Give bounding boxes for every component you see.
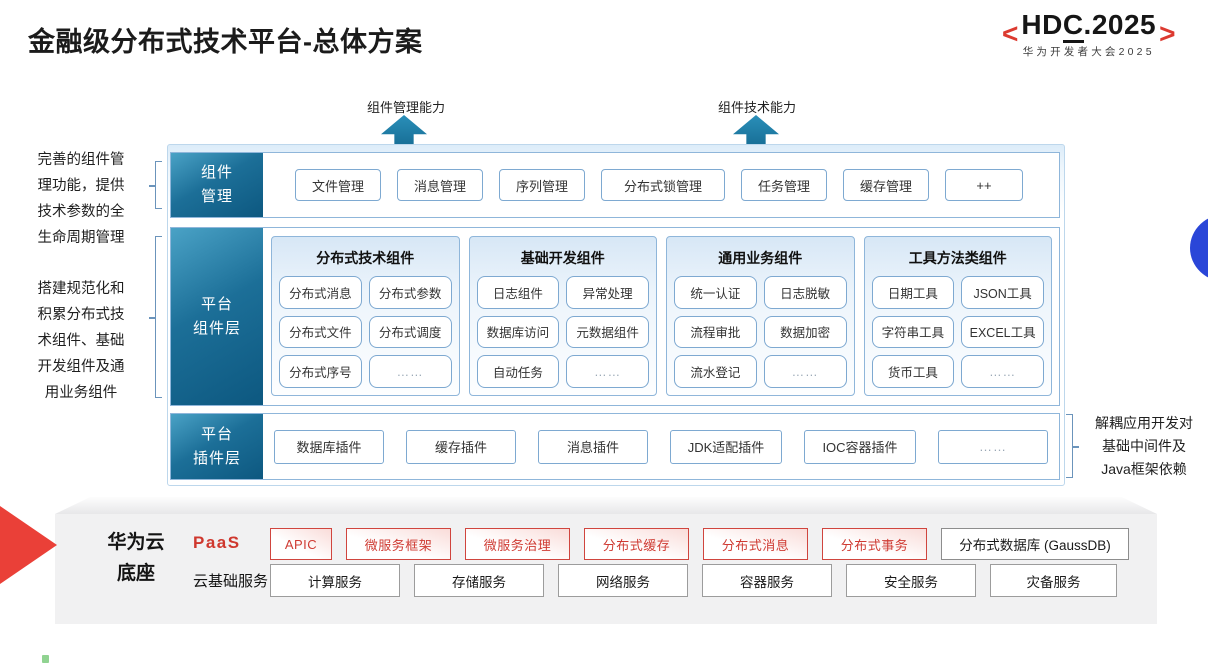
component-chip: 日期工具 <box>871 276 955 309</box>
mgmt-chip-file: 文件管理 <box>295 169 381 201</box>
platform-component-groups: 分布式技术组件 分布式消息 分布式参数 分布式文件 分布式调度 分布式序号 ……… <box>263 228 1059 405</box>
mgmt-chip-more: ++ <box>945 169 1023 201</box>
layer-row-component-management: 组件 管理 文件管理 消息管理 序列管理 分布式锁管理 任务管理 缓存管理 ++ <box>170 152 1060 218</box>
component-chip: 字符串工具 <box>871 315 955 349</box>
note-platform-components: 搭建规范化和 积累分布式技 术组件、基础 开发组件及通 用业务组件 <box>37 281 125 401</box>
group-grid: 日志组件 异常处理 数据库访问 元数据组件 自动任务 …… <box>476 276 649 388</box>
cloud-chip-network: 网络服务 <box>558 564 688 597</box>
component-chip: 数据加密 <box>763 315 847 349</box>
logo-left-bracket-icon: < <box>1002 18 1019 50</box>
layer-label-component-management: 组件 管理 <box>171 153 263 217</box>
component-chip: 货币工具 <box>871 355 955 388</box>
paas-chip-microservice-governance: 微服务治理 <box>465 528 570 560</box>
management-capability-label: 组件管理能力 <box>366 100 445 115</box>
group-utility-tools: 工具方法类组件 日期工具 JSON工具 字符串工具 EXCEL工具 货币工具 …… <box>863 236 1052 396</box>
mgmt-chip-task: 任务管理 <box>741 169 827 201</box>
layer-row-platform-plugins: 平台 插件层 数据库插件 缓存插件 消息插件 JDK适配插件 IOC容器插件 …… <box>170 413 1060 480</box>
component-chip: 自动任务 <box>476 355 560 388</box>
component-chip-more: …… <box>368 355 452 388</box>
component-chip: 分布式消息 <box>279 276 362 309</box>
component-chip: 流程审批 <box>674 315 757 349</box>
group-distributed-tech: 分布式技术组件 分布式消息 分布式参数 分布式文件 分布式调度 分布式序号 …… <box>271 236 460 396</box>
mgmt-chip-sequence: 序列管理 <box>499 169 585 201</box>
plugin-chip-ioc: IOC容器插件 <box>804 429 916 464</box>
plugin-chip-message: 消息插件 <box>538 429 648 464</box>
group-grid: 分布式消息 分布式参数 分布式文件 分布式调度 分布式序号 …… <box>279 276 452 388</box>
cloud-chip-disaster-recovery: 灾备服务 <box>990 564 1117 597</box>
group-title: 基础开发组件 <box>520 250 605 266</box>
cloud-base-services-label: 云基础服务 <box>193 573 269 590</box>
paas-services-row: APIC 微服务框架 微服务治理 分布式缓存 分布式消息 分布式事务 分布式数据… <box>270 528 1129 560</box>
component-chip: EXCEL工具 <box>961 315 1044 349</box>
cloud-chip-storage: 存储服务 <box>414 564 544 597</box>
technical-capability-label: 组件技术能力 <box>717 100 796 115</box>
plugin-chip-cache: 缓存插件 <box>406 429 516 464</box>
paas-chip-microservice-framework: 微服务框架 <box>346 528 451 560</box>
component-chip: 数据库访问 <box>476 315 560 349</box>
logo-word: HDC.2025 <box>1021 9 1156 43</box>
cloud-chip-container: 容器服务 <box>702 564 832 597</box>
group-basic-dev: 基础开发组件 日志组件 异常处理 数据库访问 元数据组件 自动任务 …… <box>468 236 657 396</box>
component-chip: 分布式参数 <box>368 276 452 309</box>
layer-label-platform-plugins: 平台 插件层 <box>171 414 263 479</box>
paas-chip-apic: APIC <box>270 528 332 560</box>
plugin-chip-jdk: JDK适配插件 <box>670 429 782 464</box>
foundation-panel-bevel <box>55 497 1157 514</box>
component-chip: 分布式文件 <box>279 315 362 349</box>
paas-chip-distributed-message: 分布式消息 <box>703 528 808 560</box>
mgmt-chip-message: 消息管理 <box>397 169 483 201</box>
huawei-cloud-foundation-panel: 华为云 底座 PaaS 云基础服务 APIC 微服务框架 微服务治理 分布式缓存… <box>55 514 1157 624</box>
component-chip: 异常处理 <box>566 276 649 309</box>
component-chip: JSON工具 <box>961 276 1044 309</box>
group-common-business: 通用业务组件 统一认证 日志脱敏 流程审批 数据加密 流水登记 …… <box>666 236 855 396</box>
component-chip: 日志组件 <box>476 276 560 309</box>
paas-chip-distributed-cache: 分布式缓存 <box>584 528 689 560</box>
green-mark-decoration <box>42 655 49 663</box>
group-title: 分布式技术组件 <box>316 250 415 266</box>
note-plugin-layer: 解耦应用开发对 基础中间件及 Java框架依赖 <box>1095 415 1193 477</box>
plugin-chip-database: 数据库插件 <box>274 429 384 464</box>
mgmt-chip-cache: 缓存管理 <box>843 169 929 201</box>
paas-label: PaaS <box>193 533 241 552</box>
logo-right-bracket-icon: > <box>1159 18 1176 50</box>
component-chip: 分布式序号 <box>279 355 362 388</box>
component-chip: 统一认证 <box>674 276 757 309</box>
layer-label-platform-components: 平台 组件层 <box>171 228 263 405</box>
plugin-chip-more: …… <box>938 429 1048 464</box>
paas-chip-distributed-transaction: 分布式事务 <box>822 528 927 560</box>
cloud-chip-compute: 计算服务 <box>270 564 400 597</box>
logo-wordmark: HDC.2025 华为开发者大会2025 <box>1021 9 1156 59</box>
component-chip: 流水登记 <box>674 355 757 388</box>
group-title: 通用业务组件 <box>718 250 803 266</box>
right-brace-plugin-layer <box>1066 414 1079 478</box>
logo-subtitle: 华为开发者大会2025 <box>1022 45 1155 58</box>
component-management-items: 文件管理 消息管理 序列管理 分布式锁管理 任务管理 缓存管理 ++ <box>263 153 1059 217</box>
component-chip-more: …… <box>961 355 1044 388</box>
group-title: 工具方法类组件 <box>908 250 1007 266</box>
page-title: 金融级分布式技术平台-总体方案 <box>28 27 423 57</box>
component-chip: 元数据组件 <box>566 315 649 349</box>
cloud-chip-security: 安全服务 <box>846 564 976 597</box>
huawei-cloud-base-label: 华为云 底座 <box>107 532 165 584</box>
cloud-base-services-row: 计算服务 存储服务 网络服务 容器服务 安全服务 灾备服务 <box>270 564 1117 597</box>
layer-row-platform-components: 平台 组件层 分布式技术组件 分布式消息 分布式参数 分布式文件 分布式调度 分… <box>170 227 1060 406</box>
paas-chip-gaussdb: 分布式数据库 (GaussDB) <box>941 528 1129 560</box>
component-chip: 分布式调度 <box>368 315 452 349</box>
component-chip-more: …… <box>763 355 847 388</box>
component-chip-more: …… <box>566 355 649 388</box>
blue-circle-decoration <box>1190 214 1208 282</box>
plugin-items: 数据库插件 缓存插件 消息插件 JDK适配插件 IOC容器插件 …… <box>263 414 1064 479</box>
red-arrow-marker-icon <box>0 506 57 584</box>
hdc-2025-logo: < HDC.2025 华为开发者大会2025 > <box>1002 9 1176 59</box>
group-grid: 统一认证 日志脱敏 流程审批 数据加密 流水登记 …… <box>674 276 847 388</box>
left-brace-component-management <box>149 161 162 209</box>
mgmt-chip-distributed-lock: 分布式锁管理 <box>601 169 725 201</box>
group-grid: 日期工具 JSON工具 字符串工具 EXCEL工具 货币工具 …… <box>871 276 1044 388</box>
note-component-management: 完善的组件管 理功能，提供 技术参数的全 生命周期管理 <box>37 152 125 246</box>
left-brace-platform-components <box>149 236 162 398</box>
component-chip: 日志脱敏 <box>763 276 847 309</box>
